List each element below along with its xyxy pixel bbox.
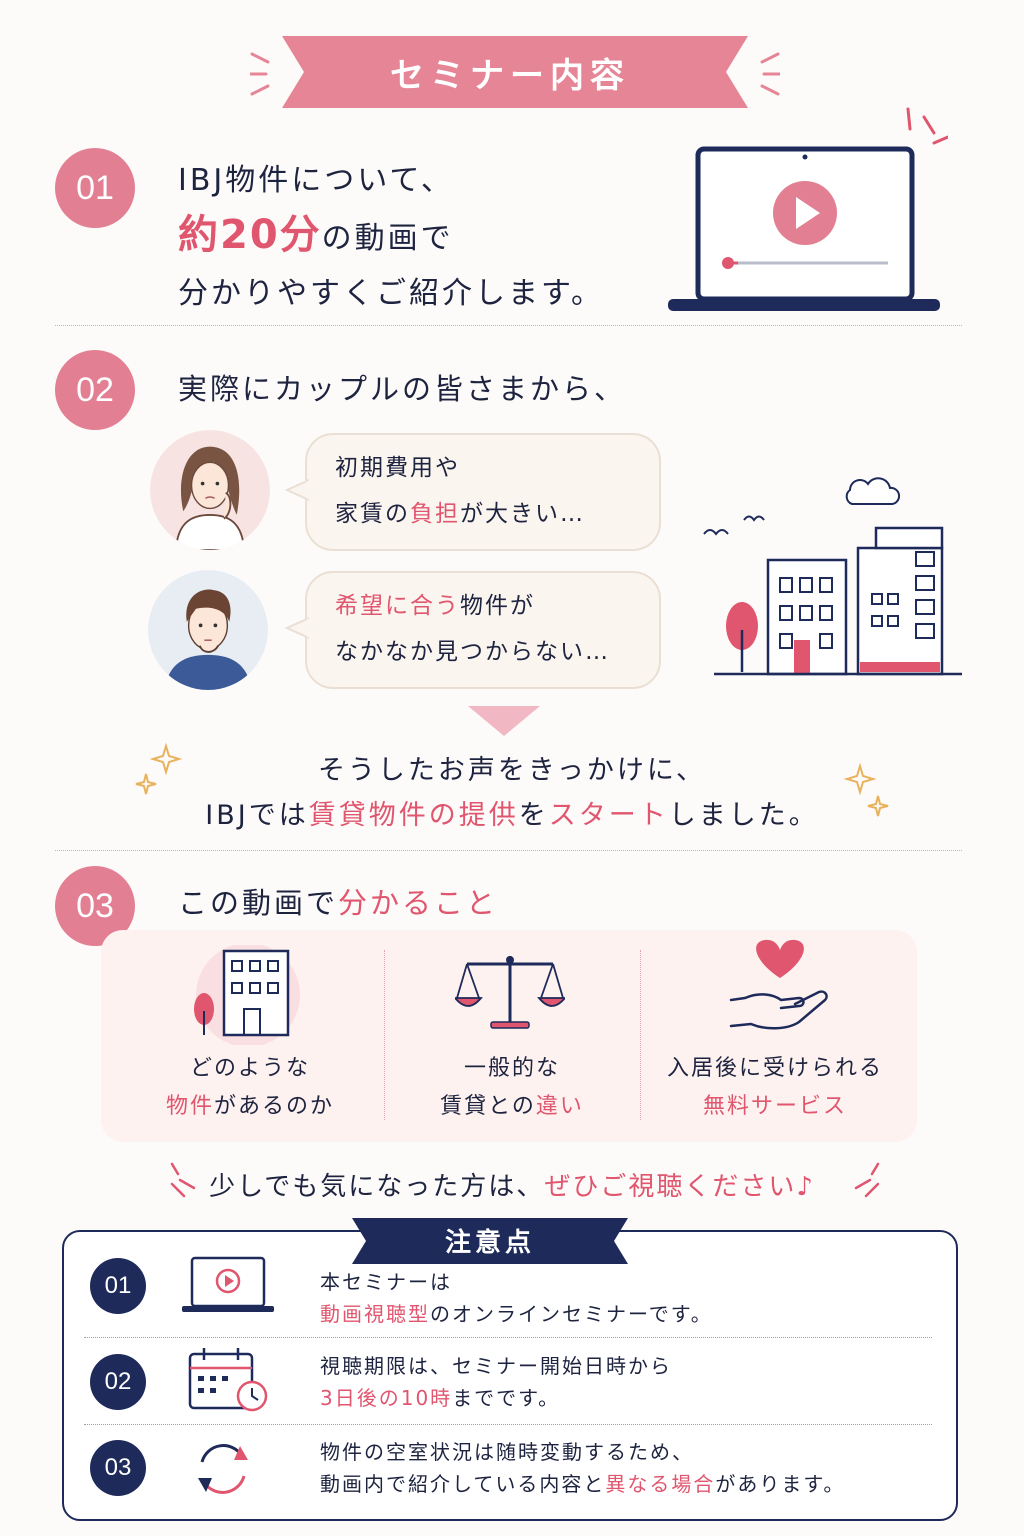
page-title: セミナー内容 [390, 56, 630, 96]
bubble1-line2: 家賃の負担が大きい… [335, 501, 585, 527]
section3-heading: この動画で分かること [178, 886, 499, 920]
man-avatar [148, 570, 268, 690]
section2-heading: 実際にカップルの皆さまから、 [178, 372, 627, 406]
bubble-tail-2 [285, 616, 309, 640]
woman-avatar [150, 430, 270, 550]
cta-accent-left [170, 1162, 196, 1198]
section1-line2: 約20分の動画で [178, 202, 454, 260]
speech-bubble-1: 初期費用や 家賃の負担が大きい… [305, 433, 661, 551]
header-banner-shape [250, 36, 780, 108]
feature-3-text: 入居後に受けられる 無料サービス [666, 1056, 883, 1119]
notes-title-banner [352, 1218, 628, 1264]
laptop-video-icon [668, 107, 948, 311]
divider-1 [55, 325, 962, 326]
video-length-highlight: 約20分 [178, 212, 322, 258]
bubble2-line2: なかなか見つからない… [335, 639, 610, 665]
notes-divider-2 [84, 1424, 932, 1425]
note-2-text: 視聴期限は、セミナー開始日時から 3日後の10時までです。 [320, 1354, 672, 1410]
heart-hand-icon [729, 939, 828, 1030]
call-to-action: 少しでも気になった方は、ぜひご視聴ください♪ [209, 1172, 815, 1202]
section1-line2-rest: の動画で [321, 221, 454, 256]
divider-2 [55, 850, 962, 851]
scale-icon [455, 956, 565, 1029]
note-number-02: 02 [90, 1354, 146, 1410]
bubble1-line1: 初期費用や [335, 455, 460, 481]
notes-divider-1 [84, 1337, 932, 1338]
bubble-tail-1 [285, 478, 309, 502]
section1-line1: IBJ物件について、 [178, 163, 454, 198]
bubble2-line1: 希望に合う物件が [335, 593, 535, 619]
note-3-text: 物件の空室状況は随時変動するため、 動画内で紹介している内容と異なる場合がありま… [320, 1440, 846, 1496]
sparkle-icon-right [843, 762, 889, 817]
feature-1-text: どのような 物件があるのか [165, 1056, 335, 1119]
note-number-03: 03 [90, 1440, 146, 1496]
conclusion-line2: IBJでは賃貸物件の提供をスタートしました。 [205, 800, 819, 831]
refresh-icon [198, 1444, 248, 1494]
cta-accent-right [854, 1162, 880, 1198]
feature-2-text: 一般的な 賃貸との違い [440, 1056, 584, 1119]
apartment-buildings-illustration [703, 477, 962, 676]
section-number-02: 02 [55, 350, 135, 430]
notes-title: 注意点 [444, 1228, 535, 1258]
laptop-play-icon [182, 1256, 274, 1312]
section-number-01: 01 [55, 148, 135, 228]
down-arrow-icon [468, 706, 540, 736]
speech-bubble-2: 希望に合う物件が なかなか見つからない… [305, 571, 661, 689]
sparkle-icon-left [135, 742, 182, 795]
section-number-03: 03 [55, 866, 135, 946]
conclusion-line1: そうしたお声をきっかけに、 [317, 755, 707, 786]
note-number-01: 01 [90, 1258, 146, 1314]
section1-line3: 分かりやすくご紹介します。 [178, 276, 604, 311]
building-icon [194, 945, 300, 1045]
feature-separator-1 [384, 950, 385, 1120]
calendar-clock-icon [188, 1348, 268, 1412]
feature-separator-2 [640, 950, 641, 1120]
note-1-text: 本セミナーは 動画視聴型のオンラインセミナーです。 [320, 1270, 713, 1326]
